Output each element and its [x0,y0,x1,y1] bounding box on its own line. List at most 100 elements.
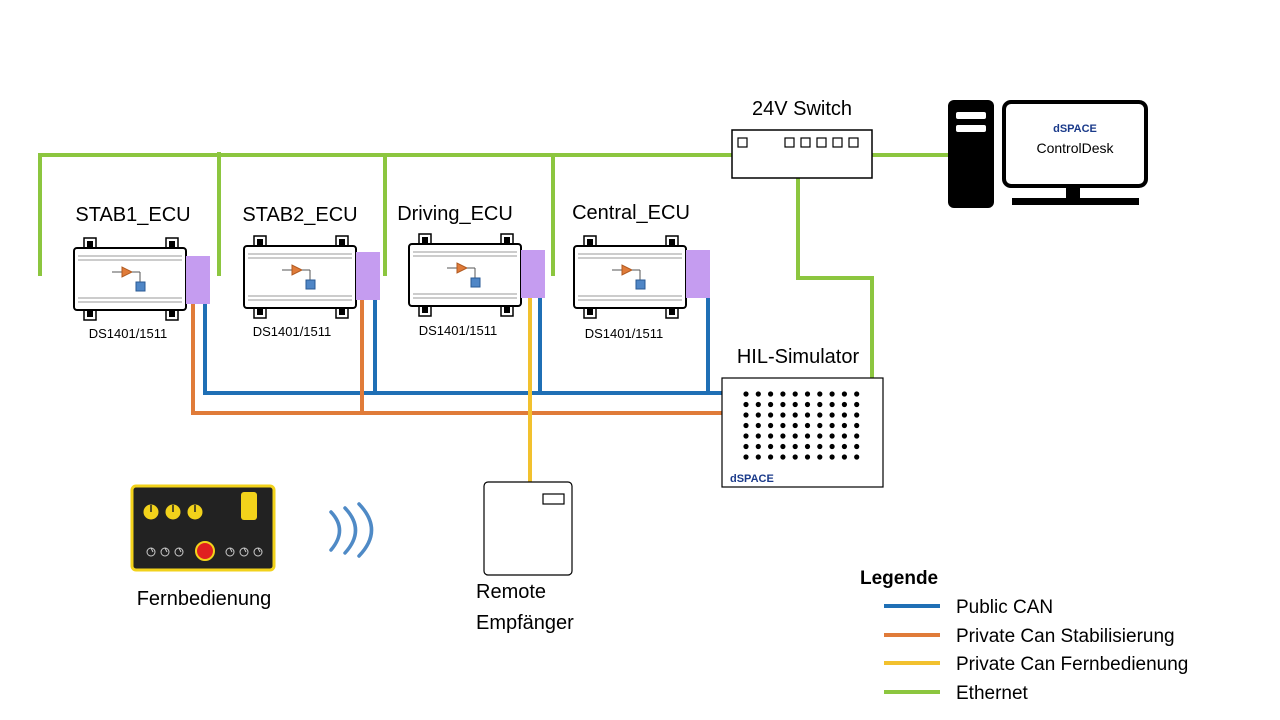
hil-io-dot [755,433,761,439]
hil-io-dot [804,433,811,439]
ecu-name: STAB2_ECU [242,204,357,226]
hil-io-dot [804,401,811,408]
hil-io-dot [854,443,860,450]
joystick-icon [241,492,257,520]
hil-io-dot [792,422,798,429]
remote-receiver: Remote Empfänger [476,481,574,634]
wireless-signal-icon [329,502,374,558]
legend-item-ethernet: Ethernet [884,683,1029,704]
hil-io-dot [854,412,860,418]
pc-app-label: ControlDesk [1036,140,1114,156]
hil-io-dot [743,433,749,439]
hil-io-dot [743,443,749,450]
hil-io-dot [817,401,823,408]
hil-io-dot [755,422,761,429]
switch-label: 24V Switch [752,98,852,120]
ecu-name: Driving_ECU [397,203,513,225]
legend-label: Private Can Fernbedienung [956,654,1188,675]
ecu-connector [521,250,545,298]
hil-io-dot [743,401,749,408]
pc-workstation: dSPACE ControlDesk [948,100,1148,208]
hil-io-dot [792,454,798,460]
monitor-icon [1002,100,1148,205]
legend-label: Ethernet [956,683,1029,704]
public-can-lines [203,298,722,395]
hil-io-dot [768,443,774,450]
ecu-connector [356,252,380,300]
hil-io-dot [829,401,835,408]
legend: Legende Public CAN Private Can Stabilisi… [860,568,1188,704]
hil-io-dot [743,412,749,418]
ecu-name: Central_ECU [572,202,690,224]
hil-io-dot [841,443,848,450]
hil-io-dot [768,391,774,397]
ecu-model: DS1401/1511 [585,326,664,341]
legend-title: Legende [860,568,938,589]
hil-io-dot [841,391,848,397]
hil-io-dot [780,422,786,429]
hil-io-dot [780,443,786,450]
hil-io-dot [817,422,823,429]
ecu-model: DS1401/1511 [253,324,332,339]
remote-control: Fernbedienung [130,484,276,610]
hil-io-dot [755,412,761,418]
hil-io-dot [817,412,823,418]
emergency-stop-icon [195,541,215,561]
hil-io-dot [804,412,811,418]
hil-label: HIL-Simulator [737,346,860,368]
hil-io-dot [780,433,786,439]
receiver-label-line1: Remote [476,581,546,603]
hil-io-dot [804,443,811,450]
receiver-label-line2: Empfänger [476,612,574,634]
legend-label: Private Can Stabilisierung [956,626,1175,647]
hil-io-dot [768,433,774,439]
hil-io-dot [817,443,823,450]
hil-io-dot [768,412,774,418]
hil-io-dot [841,454,848,460]
ethernet-lines [38,152,948,378]
hil-io-dot [854,454,860,460]
hil-io-dot [743,454,749,460]
hil-io-dot [768,401,774,408]
ecu-stab2: STAB2_ECU DS1401/1511 [242,204,380,339]
hil-io-dot [792,412,798,418]
hil-io-dot [841,401,848,408]
hil-io-dot [829,454,835,460]
hil-io-dot [755,454,761,460]
hil-io-dot [829,391,835,397]
switch-24v: 24V Switch [731,98,873,179]
hil-brand: dSPACE [730,473,774,485]
ecu-connector [186,256,210,304]
hil-io-dot [743,422,749,429]
ecu-model: DS1401/1511 [419,323,498,338]
hil-io-dot [841,433,848,439]
hil-io-dot [841,422,848,429]
hil-simulator: HIL-Simulator dSPACE [721,346,884,488]
hil-io-dot [792,433,798,439]
hil-io-dot [768,422,774,429]
hil-io-dot [829,433,835,439]
hil-io-dot [780,391,786,397]
hil-io-dot [854,433,860,439]
hil-io-dot [854,391,860,397]
pc-brand: dSPACE [1053,123,1097,135]
hil-io-dot [780,454,786,460]
ecu-name: STAB1_ECU [75,204,190,226]
hil-io-dot [780,412,786,418]
legend-item-public-can: Public CAN [884,597,1053,618]
legend-label: Public CAN [956,597,1053,618]
hil-io-dot [829,422,835,429]
ecu-central: Central_ECU DS1401/1511 [572,202,710,341]
hil-io-dot [792,443,798,450]
hil-io-grid [743,391,860,460]
legend-item-private-stab: Private Can Stabilisierung [884,626,1175,647]
hil-io-dot [755,443,761,450]
hil-io-dot [792,391,798,397]
ecu-stab1: STAB1_ECU DS1401/1511 [73,204,210,341]
hil-io-dot [804,422,811,429]
hil-io-dot [817,391,823,397]
hil-io-dot [817,454,823,460]
hil-io-dot [829,443,835,450]
hil-io-dot [792,401,798,408]
